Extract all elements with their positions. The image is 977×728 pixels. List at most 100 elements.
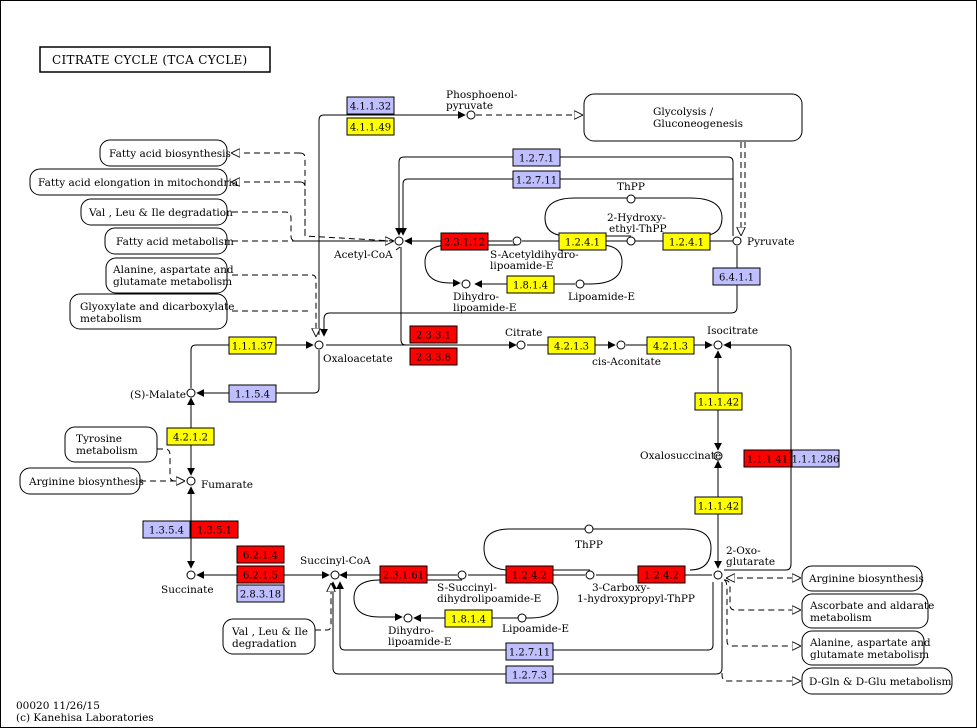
enzyme-box (505, 565, 554, 584)
enzyme-1-1-1-42-a[interactable]: 1.1.1.42 (694, 392, 743, 411)
compound-oxaloacetate[interactable] (314, 340, 324, 350)
enzyme-1-2-7-11-top[interactable]: 1.2.7.11 (512, 170, 561, 189)
enzyme-2-3-3-8[interactable]: 2.3.3.8 (409, 347, 458, 366)
pathway-ala-asp-glu-right[interactable]: Alanine, aspartate and glutamate metabol… (801, 630, 931, 666)
enzyme-label: 1.1.5.4 (235, 390, 270, 401)
enzyme-label: 4.2.1.2 (173, 433, 208, 444)
enzyme-1-2-4-2-a[interactable]: 1.2.4.2 (505, 565, 554, 584)
enzyme-label: 2.8.3.18 (240, 590, 281, 601)
label-sacetyl-1: S-Acetyldihydro- (490, 249, 579, 261)
pathway-glyoxylate[interactable]: Glyoxylate and dicarboxylate metabolism (69, 293, 235, 330)
compound-succinate[interactable] (186, 570, 196, 580)
enzyme-2-3-3-1[interactable]: 2.3.3.1 (409, 325, 458, 344)
compound-hydroxyethyl-thpp[interactable] (626, 236, 636, 246)
enzyme-box (743, 449, 792, 468)
compound-sacetyl[interactable] (512, 236, 522, 246)
title-box (39, 46, 271, 73)
compound-dihydrolipoamide-bottom[interactable] (403, 613, 413, 623)
label-thpp-bottom: ThPP (575, 539, 603, 551)
compound-oxoglutarate[interactable] (713, 570, 723, 580)
pathway-ascorbate[interactable]: Ascorbate and aldarate metabolism (801, 593, 934, 629)
pathway-glyoxylate-label-2: metabolism (80, 313, 142, 325)
enzyme-box (440, 232, 489, 251)
pathway-ala-asp-glu-left[interactable]: Alanine, aspartate and glutamate metabol… (105, 257, 234, 294)
pathway-ascorbate-label-1: Ascorbate and aldarate (809, 600, 934, 612)
enzyme-box (547, 336, 596, 355)
compound-ssuccinyl[interactable] (457, 570, 467, 580)
enzyme-1-2-4-1-b[interactable]: 1.2.4.1 (662, 232, 711, 251)
enzyme-1-2-7-1[interactable]: 1.2.7.1 (512, 148, 561, 167)
enzyme-1-3-5-1[interactable]: 1.3.5.1 (190, 520, 239, 539)
enzyme-1-8-1-4-top[interactable]: 1.8.1.4 (506, 275, 555, 294)
pathway-glycolysis[interactable]: Glycolysis / Gluconeogenesis (583, 93, 803, 142)
compound-oxalosuccinate[interactable] (713, 451, 723, 461)
enzyme-6-4-1-1[interactable]: 6.4.1.1 (712, 267, 761, 286)
compound-pep[interactable] (466, 110, 476, 120)
enzyme-1-2-4-1-a[interactable]: 1.2.4.1 (558, 232, 607, 251)
label-lipoamide-bottom: Lipoamide-E (502, 623, 569, 635)
compound-acetylcoa[interactable] (394, 236, 404, 246)
enzyme-1-2-4-2-b[interactable]: 1.2.4.2 (637, 565, 686, 584)
enzyme-6-2-1-5[interactable]: 6.2.1.5 (236, 565, 285, 584)
compound-malate[interactable] (186, 388, 196, 398)
pathway-arginine-right[interactable]: Arginine biosynthesis (801, 565, 924, 592)
enzyme-box (236, 584, 285, 603)
enzyme-2-3-1-12[interactable]: 2.3.1.12 (440, 232, 489, 251)
pathway-dgln-dglu[interactable]: D-Gln & D-Glu metabolism (801, 667, 953, 695)
compound-pyruvate[interactable] (732, 236, 742, 246)
pathway-vli-degradation-bottom[interactable]: Val , Leu & Ile degradation (222, 618, 316, 655)
enzyme-1-1-5-4[interactable]: 1.1.5.4 (228, 384, 277, 403)
footer-copyright: (c) Kanehisa Laboratories (16, 712, 154, 724)
compound-lipoamide-bottom[interactable] (517, 613, 527, 623)
enzyme-1-1-1-37[interactable]: 1.1.1.37 (228, 336, 277, 355)
enzyme-1-1-1-42-b[interactable]: 1.1.1.42 (694, 496, 743, 515)
compound-carboxy-thpp[interactable] (585, 570, 595, 580)
enzyme-1-1-1-286[interactable]: 1.1.1.286 (791, 449, 840, 468)
pathway-vli-degradation-top[interactable]: Val , Leu & Ile degradation (80, 198, 233, 226)
label-pep-2: pyruvate (446, 100, 493, 112)
compound-citrate[interactable] (516, 340, 526, 350)
enzyme-4-1-1-49[interactable]: 4.1.1.49 (346, 117, 395, 136)
label-succinate: Succinate (161, 584, 214, 596)
pathway-glyoxylate-label-1: Glyoxylate and dicarboxylate (80, 301, 235, 313)
pathway-arginine-left-label: Arginine biosynthesis (28, 476, 144, 488)
compound-cis-aconitate[interactable] (616, 340, 626, 350)
enzyme-1-8-1-4-bottom[interactable]: 1.8.1.4 (444, 609, 493, 628)
enzyme-box (512, 170, 561, 189)
enzyme-6-2-1-4[interactable]: 6.2.1.4 (236, 545, 285, 564)
pathway-ala-left-label-1: Alanine, aspartate and (112, 264, 234, 276)
enzyme-1-2-7-3[interactable]: 1.2.7.3 (505, 665, 554, 684)
enzyme-1-3-5-4[interactable]: 1.3.5.4 (142, 520, 191, 539)
enzyme-box (236, 565, 285, 584)
enzyme-4-1-1-32[interactable]: 4.1.1.32 (346, 96, 395, 115)
compound-isocitrate[interactable] (713, 340, 723, 350)
enzyme-box (694, 392, 743, 411)
enzyme-label: 6.4.1.1 (719, 273, 754, 284)
compound-succinylcoa[interactable] (330, 570, 340, 580)
enzyme-1-1-1-41[interactable]: 1.1.1.41 (743, 449, 792, 468)
enzyme-box (637, 565, 686, 584)
enzyme-label: 1.2.7.11 (516, 176, 557, 187)
enzyme-2-8-3-18[interactable]: 2.8.3.18 (236, 584, 285, 603)
label-fumarate: Fumarate (201, 479, 253, 491)
pathway-fatty-acid-metabolism[interactable]: Fatty acid metabolism (104, 227, 234, 255)
pathway-arginine-left[interactable]: Arginine biosynthesis (19, 467, 144, 495)
enzyme-label: 4.2.1.3 (653, 342, 688, 353)
compound-lipoamide-top[interactable] (575, 279, 585, 289)
compound-dihydrolipoamide-top[interactable] (461, 279, 471, 289)
enzyme-4-2-1-2[interactable]: 4.2.1.2 (166, 427, 215, 446)
label-dihydro-bottom-2: lipoamide-E (388, 636, 451, 648)
enzyme-4-2-1-3-a[interactable]: 4.2.1.3 (547, 336, 596, 355)
enzyme-box (694, 496, 743, 515)
pathway-fatty-acid-biosynthesis[interactable]: Fatty acid biosynthesis (99, 139, 231, 167)
enzyme-4-2-1-3-b[interactable]: 4.2.1.3 (646, 336, 695, 355)
pathway-fatty-acid-elongation[interactable]: Fatty acid elongation in mitochondria (29, 168, 238, 196)
enzyme-label: 1.8.1.4 (513, 281, 548, 292)
enzyme-2-3-1-61[interactable]: 2.3.1.61 (379, 565, 428, 584)
pathway-tyrosine[interactable]: Tyrosine metabolism (64, 426, 158, 463)
enzyme-1-2-7-11-bottom[interactable]: 1.2.7.11 (505, 642, 554, 661)
compound-fumarate[interactable] (186, 476, 196, 486)
enzyme-label: 2.3.1.12 (444, 238, 485, 249)
enzyme-label: 1.1.1.37 (232, 342, 273, 353)
